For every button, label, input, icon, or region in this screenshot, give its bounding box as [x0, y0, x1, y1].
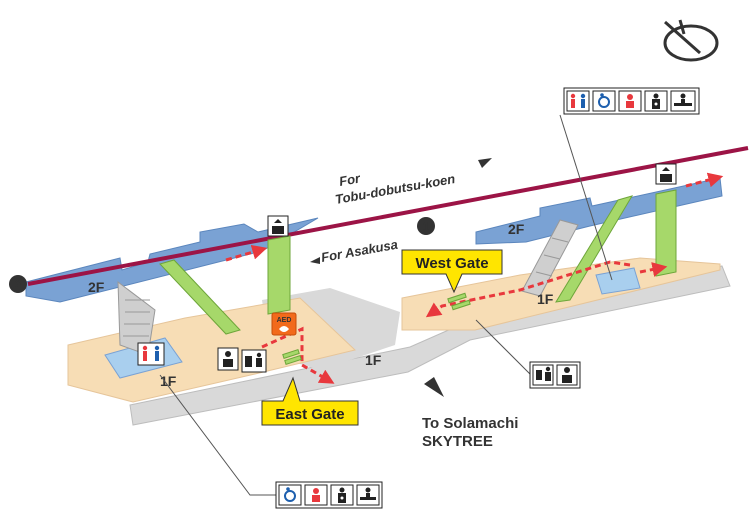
restroom-area-west — [595, 267, 641, 295]
icon-group-ticket-right — [529, 361, 581, 389]
ostomate-icon — [330, 484, 354, 506]
station-staff-icon — [217, 347, 239, 371]
gate-label-west: West Gate — [401, 249, 503, 294]
stairs-east — [521, 219, 579, 297]
baby-icon — [618, 90, 642, 112]
baby-icon — [304, 484, 328, 506]
elevator-shaft-east — [655, 189, 677, 277]
escalator-west — [159, 259, 241, 335]
destination-arrow-icon — [424, 377, 444, 397]
turnstiles-east — [282, 348, 302, 366]
rail-line — [27, 146, 749, 286]
aed-icon: AED — [271, 312, 297, 336]
escalator-east — [555, 195, 634, 303]
wheelchair-icon — [592, 90, 616, 112]
svg-text:East Gate: East Gate — [275, 406, 344, 423]
gate-label-east: East Gate — [261, 376, 359, 426]
ostomate-icon — [644, 90, 668, 112]
direction-label-asakusa: For Asakusa — [320, 237, 399, 265]
svg-text:AED: AED — [277, 317, 292, 324]
leader-line-top-right — [559, 114, 613, 281]
destination-line2: SKYTREE — [422, 433, 493, 450]
floor-label-east-2f: 2F — [508, 221, 525, 237]
concourse-floor — [129, 265, 731, 426]
diaper-changing-icon — [670, 90, 696, 112]
floor-label-west-2f: 2F — [88, 279, 105, 295]
leader-line-ticket-right — [475, 319, 531, 375]
floor-label-concourse-1f: 1F — [365, 352, 382, 368]
arrow-right-icon — [478, 158, 492, 168]
direction-label-for: For — [338, 170, 362, 189]
elevator-icon-west — [267, 215, 289, 237]
route-west-top — [685, 172, 724, 188]
icon-group-bottom — [275, 481, 383, 509]
compass-icon — [663, 19, 719, 62]
arrow-left-icon — [310, 257, 320, 264]
ticket-machine-icon — [532, 364, 554, 386]
route-west-bottom — [639, 262, 668, 277]
icon-group-ticket-east — [217, 347, 267, 373]
elevator-shaft-west — [267, 235, 291, 315]
destination-line1: To Solamachi — [422, 415, 518, 432]
restroom-icon — [566, 90, 590, 112]
svg-text:West Gate: West Gate — [415, 255, 488, 272]
route-east — [261, 326, 335, 384]
icon-group-top-right — [563, 87, 700, 115]
platform-badge-2: 2 — [14, 277, 21, 292]
platform-badge-1: 1 — [422, 219, 429, 234]
floor-label-east-1f: 1F — [537, 291, 554, 307]
diaper-changing-icon — [356, 484, 380, 506]
turnstiles-west — [447, 292, 471, 311]
leader-line-bottom — [159, 374, 276, 496]
restroom-icon-east — [137, 342, 165, 366]
platform-west — [25, 217, 319, 303]
wheelchair-icon — [278, 484, 302, 506]
elevator-icon-east — [655, 163, 677, 185]
floor-label-west-1f: 1F — [160, 373, 177, 389]
ticket-machine-icon — [241, 349, 267, 373]
route-west — [425, 260, 631, 318]
station-staff-icon — [556, 364, 578, 386]
route-east-top — [225, 244, 268, 262]
